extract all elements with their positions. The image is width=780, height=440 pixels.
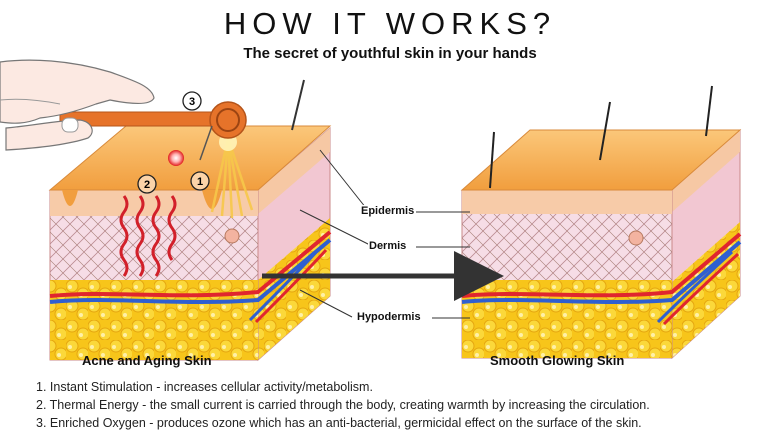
marker-3: 3 [182,91,202,111]
svg-text:2: 2 [144,179,150,191]
step-item-1: 1. Instant Stimulation - increases cellu… [36,380,373,394]
step-item-2: 2. Thermal Energy - the small current is… [36,398,650,412]
label-dermis: Dermis [368,240,408,252]
label-hypodermis: Hypodermis [356,311,422,323]
skin-block-acne [48,79,332,362]
leader-lines [299,149,470,319]
svg-text:3: 3 [189,96,195,108]
step-item-3: 3. Enriched Oxygen - produces ozone whic… [36,416,642,430]
caption-acne-skin: Acne and Aging Skin [82,353,212,368]
hand-illustration [0,59,155,151]
page-subtitle: The secret of youthful skin in your hand… [243,45,537,62]
page-title: HOW IT WORKS? [223,6,557,41]
skin-block-smooth [460,85,742,360]
marker-1: 1 [190,171,210,191]
caption-smooth-skin: Smooth Glowing Skin [490,353,625,368]
label-epidermis: Epidermis [360,205,416,217]
wand-device [59,101,247,161]
steps-list: 1. Instant Stimulation - increases cellu… [36,378,650,432]
svg-text:1: 1 [197,176,203,188]
marker-2: 2 [137,174,157,194]
ozone-glow [168,150,184,166]
